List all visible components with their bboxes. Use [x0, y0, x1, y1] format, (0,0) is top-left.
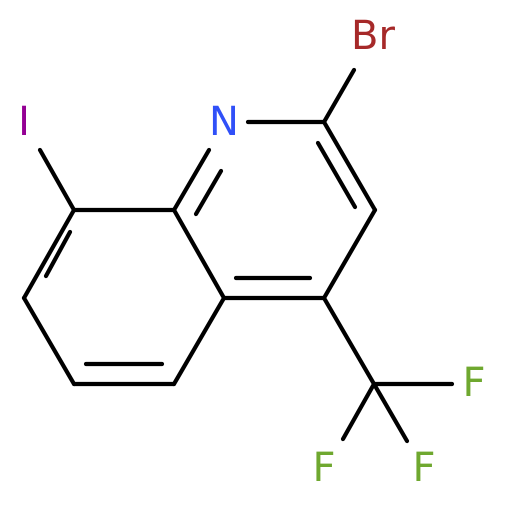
- bond-cf3-f-bottom: [371, 381, 410, 444]
- bond-c2-br: [321, 67, 357, 125]
- atom-label-fluorine-right: F: [462, 360, 485, 406]
- bond-c8a-n1-inner: [193, 168, 224, 217]
- bond-c8a-n1: [171, 147, 212, 213]
- bond-c8-i: [37, 147, 77, 213]
- bond-c4a-c8a: [171, 207, 227, 301]
- bond-c2-c3: [321, 119, 378, 213]
- atom-label-nitrogen: N: [209, 99, 239, 145]
- atom-label-iodine: I: [18, 99, 30, 145]
- atom-label-bromine: Br: [351, 13, 395, 59]
- bond-c5-c4a: [171, 295, 227, 387]
- bond-c8-c7: [21, 207, 77, 301]
- bond-cf3-f-left: [340, 381, 377, 442]
- atom-label-fluorine-left: F: [312, 445, 335, 491]
- bond-c8-c7-inner: [43, 229, 73, 279]
- bond-c3-c4: [321, 207, 378, 301]
- atom-label-fluorine-bottom: F: [412, 445, 435, 491]
- bond-c4-cf3: [321, 295, 377, 387]
- bond-c7-c6: [21, 295, 77, 387]
- bond-c2-c3-inner: [315, 140, 358, 210]
